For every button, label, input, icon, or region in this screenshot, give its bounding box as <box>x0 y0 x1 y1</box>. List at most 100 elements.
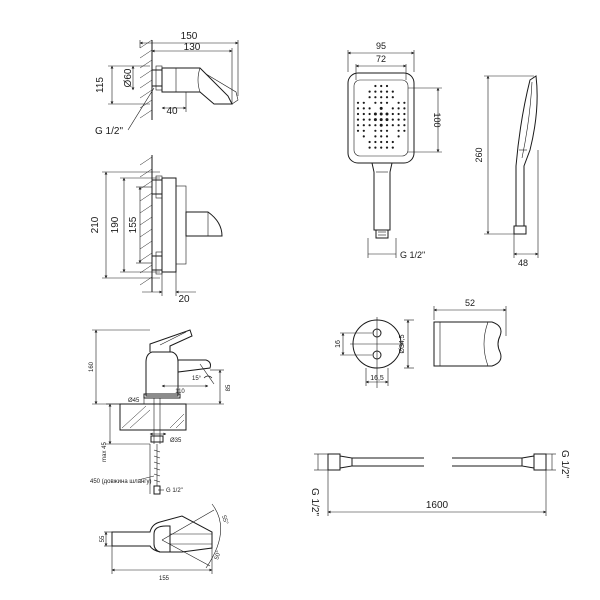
dim-shower-depth: 48 <box>518 258 528 268</box>
spray-nozzle <box>362 107 365 110</box>
dim-depth: 40 <box>166 106 178 117</box>
wall-mixer-front-view: 210 190 155 20 <box>90 155 223 305</box>
lever-outline <box>205 73 239 105</box>
spray-nozzle <box>391 118 394 121</box>
spray-nozzle <box>373 118 377 122</box>
dim-hose-length: 450 (довжина шлангу) <box>90 479 151 485</box>
spray-nozzle <box>374 90 377 93</box>
spray-nozzle <box>374 129 377 132</box>
dim-shower-length: 260 <box>474 147 484 162</box>
dim-mixer-height: 160 <box>89 361 95 372</box>
spray-nozzle <box>362 124 365 127</box>
dim-base-diameter: Ø45 <box>128 398 140 404</box>
spray-nozzle <box>368 90 371 93</box>
spray-nozzle <box>368 107 371 110</box>
thread-label-wall-mixer: G 1/2" <box>95 126 123 137</box>
spray-nozzle <box>356 124 360 127</box>
spray-nozzle <box>356 107 360 110</box>
spray-nozzle <box>374 146 377 149</box>
spray-nozzle <box>356 112 360 116</box>
lever-front <box>185 211 223 237</box>
spray-nozzle <box>362 129 365 132</box>
dim-holder-diameter: Ø34,5 <box>399 334 406 353</box>
spray-nozzle <box>403 112 406 116</box>
dim-holder-length: 52 <box>465 298 475 308</box>
spray-nozzle <box>397 101 400 104</box>
spray-nozzle <box>385 124 389 127</box>
shower-side-connector <box>513 225 527 235</box>
spray-nozzle <box>397 107 400 110</box>
basin-mixer-side-view: 160 110 15° 85 Ø45 Ø35 max 45 450 (довжи… <box>89 329 232 495</box>
spray-nozzle <box>373 112 377 116</box>
spray-nozzle <box>374 140 377 144</box>
basin-mixer-body <box>145 351 179 397</box>
spray-nozzle <box>374 135 377 138</box>
spray-nozzle <box>374 124 377 127</box>
dim-body-height: 190 <box>110 216 121 233</box>
spray-nozzle <box>380 129 383 132</box>
spray-nozzle <box>380 101 383 104</box>
spray-nozzle <box>380 140 383 144</box>
connector-nut <box>151 69 163 87</box>
dim-spray-width: 72 <box>376 54 386 64</box>
dim-overall-height: 210 <box>90 216 101 233</box>
dim-diameter: Ø60 <box>123 68 134 87</box>
dim-connection-height: 115 <box>95 77 106 93</box>
dim-spout-reach: 110 <box>175 389 185 395</box>
hose-right-cone <box>521 455 535 469</box>
spray-nozzle <box>379 106 383 110</box>
dim-holder-height: 16 <box>335 340 342 348</box>
spray-nozzle <box>403 129 406 132</box>
upper-eccentric <box>155 175 163 199</box>
dim-spray-height: 100 <box>432 112 442 127</box>
shower-side-profile <box>515 75 538 227</box>
hose-left-cone <box>339 455 353 469</box>
basin-mixer-top-body <box>153 525 171 553</box>
spray-nozzle <box>385 90 389 93</box>
thread-label-basin-mixer: G 1/2" <box>166 488 183 494</box>
countertop <box>119 403 187 431</box>
wall-hatch-front <box>139 155 153 292</box>
dim-body-width: 130 <box>184 42 201 53</box>
shower-hose: G 1/2" G 1/2" 1600 <box>309 450 570 516</box>
mixer-body-front <box>161 177 177 273</box>
spray-nozzle <box>403 101 406 104</box>
upper-fitting <box>151 179 163 195</box>
shower-holder: 16 Ø34,5 16,5 52 <box>335 298 507 388</box>
spray-nozzle <box>379 112 383 116</box>
spray-nozzle <box>380 96 383 99</box>
dim-hole-spacing: 16,5 <box>370 375 384 382</box>
spray-nozzle <box>391 90 394 93</box>
spray-nozzle <box>385 140 389 144</box>
hose-right-nut <box>533 453 547 471</box>
spray-nozzle <box>374 96 377 99</box>
thread-label-hose-right: G 1/2" <box>559 450 570 478</box>
spray-nozzle <box>368 118 371 121</box>
spray-nozzle <box>385 101 389 104</box>
spray-nozzle <box>391 112 394 116</box>
spray-nozzle <box>356 101 360 104</box>
mounting-nut <box>150 435 164 443</box>
lower-eccentric <box>155 251 163 275</box>
spray-nozzle <box>403 124 406 127</box>
shower-handle <box>371 162 393 231</box>
thread-label-shower: G 1/2" <box>400 250 425 260</box>
spray-nozzle <box>397 112 400 116</box>
thread-label-hose-left: G 1/2" <box>309 488 320 516</box>
dim-hole-diameter: Ø35 <box>170 438 182 444</box>
spray-nozzle <box>356 118 360 121</box>
dim-rotation-2: 50° <box>214 550 223 561</box>
hand-shower-side-view: 260 48 <box>474 75 539 268</box>
basin-mixer-base <box>143 393 181 399</box>
mixer-cover <box>175 185 187 265</box>
spray-nozzle <box>362 112 365 116</box>
spray-nozzle <box>374 101 377 104</box>
spray-nozzle <box>385 135 389 138</box>
hose-left-nut <box>327 453 341 471</box>
dim-max-thickness: max 45 <box>102 442 108 462</box>
dim-spout-height: 85 <box>226 384 232 391</box>
dim-rotation-1: 55° <box>220 515 229 526</box>
spray-nozzle <box>391 107 394 110</box>
spray-nozzle <box>391 140 394 144</box>
